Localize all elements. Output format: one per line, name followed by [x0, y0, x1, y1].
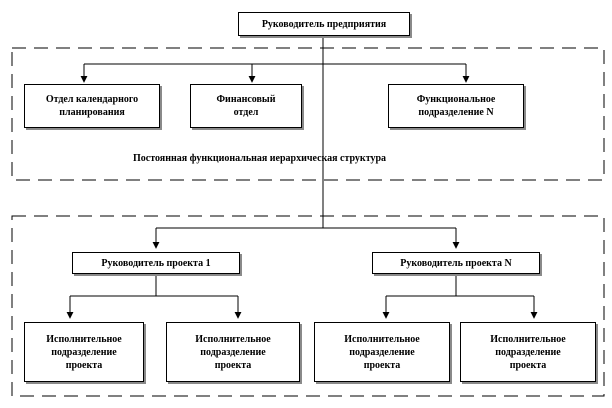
executor-unit-box: Исполнительное подразделение проекта — [314, 322, 450, 382]
executor-unit-box: Исполнительное подразделение проекта — [166, 322, 300, 382]
dept-finance-box: Финансовый отдел — [190, 84, 302, 128]
project-structure-frame — [11, 215, 605, 397]
executor-unit-box: Исполнительное подразделение проекта — [460, 322, 596, 382]
project-manager-1-box: Руководитель проекта 1 — [72, 252, 240, 274]
functional-structure-frame — [11, 47, 605, 181]
executor-unit-box: Исполнительное подразделение проекта — [24, 322, 144, 382]
enterprise-head-box: Руководитель предприятия — [238, 12, 410, 36]
project-manager-n-box: Руководитель проекта N — [372, 252, 540, 274]
functional-structure-caption: Постоянная функциональная иерархическая … — [133, 153, 387, 164]
dept-calendar-planning-box: Отдел календарного планирования — [24, 84, 160, 128]
dept-functional-n-box: Функциональное подразделение N — [388, 84, 524, 128]
